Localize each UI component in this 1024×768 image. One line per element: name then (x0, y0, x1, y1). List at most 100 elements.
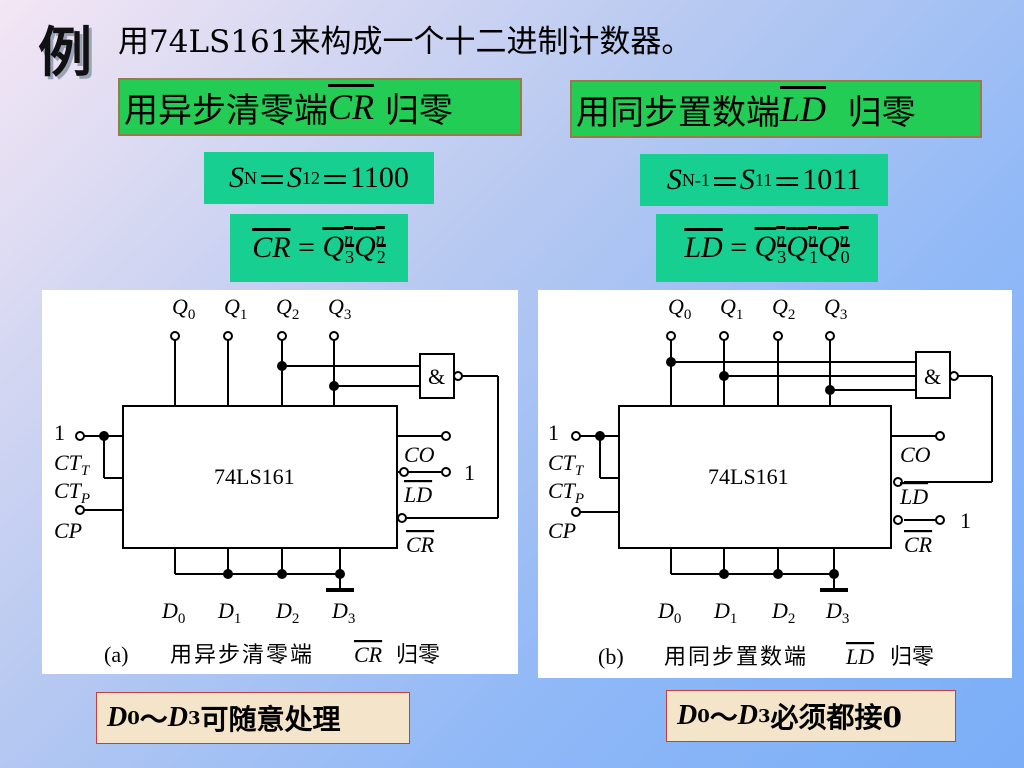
d0-label: D0 (161, 598, 185, 627)
d3-label: D3 (825, 598, 849, 627)
left-logic-q3-sub: 3 (345, 246, 355, 267)
sync-load-title-signal: LD (780, 89, 827, 129)
left-formula-s12: S (287, 161, 303, 194)
left-logic-q2: Q (354, 229, 376, 263)
co-label: CO (900, 442, 931, 467)
q2-label: Q2 (276, 294, 299, 323)
left-logic-q3: Q (322, 229, 345, 263)
caption-b-tag: (b) (598, 644, 624, 669)
right-logic-eq: = (722, 231, 755, 264)
gate-inverter-bubble (453, 371, 463, 381)
cr-label: CR (904, 532, 933, 557)
right-logic-q0: Q (817, 229, 840, 263)
note-left-d0-sub: 0 (127, 707, 140, 729)
right-formula-eq1: ＝ (709, 167, 740, 200)
junction-dot (773, 569, 783, 579)
right-logic-q1: Q (786, 229, 808, 263)
q1-label: Q1 (720, 294, 743, 323)
caption-a-tag: (a) (104, 642, 128, 667)
junction-dot (829, 569, 839, 579)
d3-label: D3 (331, 598, 355, 627)
q3-terminal (329, 331, 339, 341)
q0-terminal (666, 331, 676, 341)
q0-terminal (170, 331, 180, 341)
right-logic-formula: LD = Qn3Qn1Qn0 (656, 214, 878, 282)
right-formula-n-sub: N-1 (681, 169, 710, 190)
gate-label: & (924, 364, 941, 389)
right-formula-s: S (666, 163, 682, 196)
q2-terminal (773, 331, 783, 341)
right-logic-q0-sup: n (839, 228, 849, 249)
left-logic-rhs: Qn3Qn2 (322, 229, 385, 268)
co-terminal (935, 431, 945, 441)
caption-a-signal: CR (354, 642, 383, 667)
ctp-label: CTP (548, 478, 584, 507)
right-logic-q1-sup: n (807, 228, 817, 249)
ctt-terminal (571, 431, 581, 441)
cp-terminal (75, 505, 85, 515)
right-formula-value: 1011 (802, 163, 862, 196)
caption-b-signal: LD (845, 644, 874, 669)
left-logic-q2-sub: 2 (376, 246, 386, 267)
gate-inverter-bubble (949, 371, 959, 381)
async-clear-title-suffix: 归零 (374, 90, 453, 131)
q1-terminal (719, 331, 729, 341)
cr-inverter-bubble (397, 513, 407, 523)
left-logic-formula: CR = Qn3Qn2 (230, 214, 408, 282)
slide-heading: 用74LS161来构成一个十二进制计数器。 (118, 24, 693, 60)
junction-dot (99, 431, 109, 441)
note-right-d0: D (677, 700, 698, 731)
ctt-high-label: 1 (54, 420, 65, 445)
chip-label: 74LS161 (708, 464, 789, 489)
note-right-d3-sub: 3 (758, 705, 771, 727)
ctp-label: CTP (54, 478, 90, 507)
circuit-panel-b: 74LS161 & Q0 Q1 Q2 Q3 D0 D1 D2 D3 CTT CT… (538, 290, 1012, 678)
left-logic-q2-sup: n (375, 228, 385, 249)
ctt-terminal (75, 431, 85, 441)
note-right-d3: D (737, 700, 759, 731)
co-terminal (441, 431, 451, 441)
left-logic-eq: = (290, 231, 323, 264)
q3-label: Q3 (328, 294, 351, 323)
cp-label: CP (54, 518, 82, 543)
circuit-panel-a: 74LS161 & Q0 Q1 Q2 Q3 D0 D1 D2 D3 CTT CT… (42, 290, 518, 674)
circuit-diagram-b: 74LS161 & Q0 Q1 Q2 Q3 D0 D1 D2 D3 CTT CT… (548, 294, 993, 669)
ctt-label: CTT (54, 450, 91, 479)
note-right-tilde: ～ (709, 701, 738, 734)
cr-label: CR (406, 532, 435, 557)
q3-terminal (825, 331, 835, 341)
async-clear-title-prefix: 用异步清零端 (124, 90, 328, 131)
note-right-text: 必须都接0 (770, 701, 903, 734)
chip-label: 74LS161 (214, 464, 295, 489)
co-label: CO (404, 442, 435, 467)
q2-label: Q2 (772, 294, 795, 323)
circuit-diagram-a: 74LS161 & Q0 Q1 Q2 Q3 D0 D1 D2 D3 CTT CT… (54, 294, 499, 667)
q1-terminal (223, 331, 233, 341)
q3-label: Q3 (824, 294, 847, 323)
junction-dot (595, 431, 605, 441)
note-left-d0: D (107, 702, 128, 733)
d2-label: D2 (275, 598, 299, 627)
sync-load-title-suffix: 归零 (826, 92, 916, 133)
d1-label: D1 (217, 598, 241, 627)
left-formula-value: 1100 (350, 161, 409, 194)
q1-label: Q1 (224, 294, 247, 323)
left-logic-q3-sup: n (344, 228, 354, 249)
junction-dot (825, 385, 835, 395)
junction-dot (277, 361, 287, 371)
right-formula-eq2: ＝ (772, 167, 803, 200)
ld-inverter-bubble (893, 477, 903, 487)
cr-high-label: 1 (960, 508, 971, 533)
junction-dot (329, 381, 339, 391)
right-formula-s11: S (739, 163, 755, 196)
left-formula-eq1: ＝ (257, 165, 288, 198)
cr-inverter-bubble (893, 515, 903, 525)
ctt-label: CTT (548, 450, 585, 479)
right-logic-q3-sub: 3 (777, 246, 787, 267)
ld-inverter-bubble (399, 467, 409, 477)
ld-label: LD (403, 482, 432, 507)
q0-label: Q0 (668, 294, 691, 323)
cp-terminal (571, 507, 581, 517)
